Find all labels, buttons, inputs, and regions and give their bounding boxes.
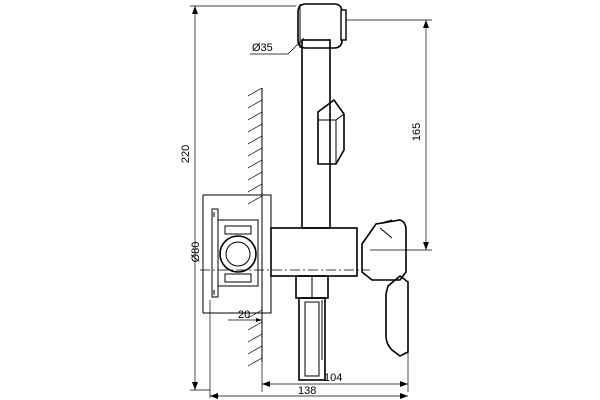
dimension-head-diameter: Ø35	[250, 37, 305, 55]
dimension-hose-height: 165	[346, 19, 432, 251]
dimension-overall-height: 220	[180, 5, 296, 391]
dimension-projection-total: 138	[209, 300, 408, 399]
dimension-plate-diameter: Ø80	[190, 195, 204, 313]
outlet-connector	[295, 275, 329, 381]
lever-handle	[361, 219, 409, 357]
dim-label-d35: Ø35	[252, 42, 273, 54]
dim-label-104: 104	[324, 372, 342, 384]
valve-cartridge	[211, 208, 259, 298]
wall	[247, 87, 263, 367]
dim-label-220: 220	[180, 145, 192, 163]
hose-holder	[317, 98, 345, 165]
hose	[301, 39, 331, 229]
dim-label-20: 20	[238, 309, 250, 321]
dimension-recess-depth: 20	[228, 309, 262, 322]
dim-label-165: 165	[411, 123, 423, 141]
dim-label-d80: Ø80	[190, 242, 202, 263]
dim-label-138: 138	[298, 385, 316, 397]
cover-plate	[202, 194, 272, 314]
dimension-projection-body: 104	[261, 340, 409, 392]
hand-shower-head	[297, 3, 347, 49]
mixer-body	[270, 227, 358, 277]
wall-hatching	[247, 87, 263, 367]
